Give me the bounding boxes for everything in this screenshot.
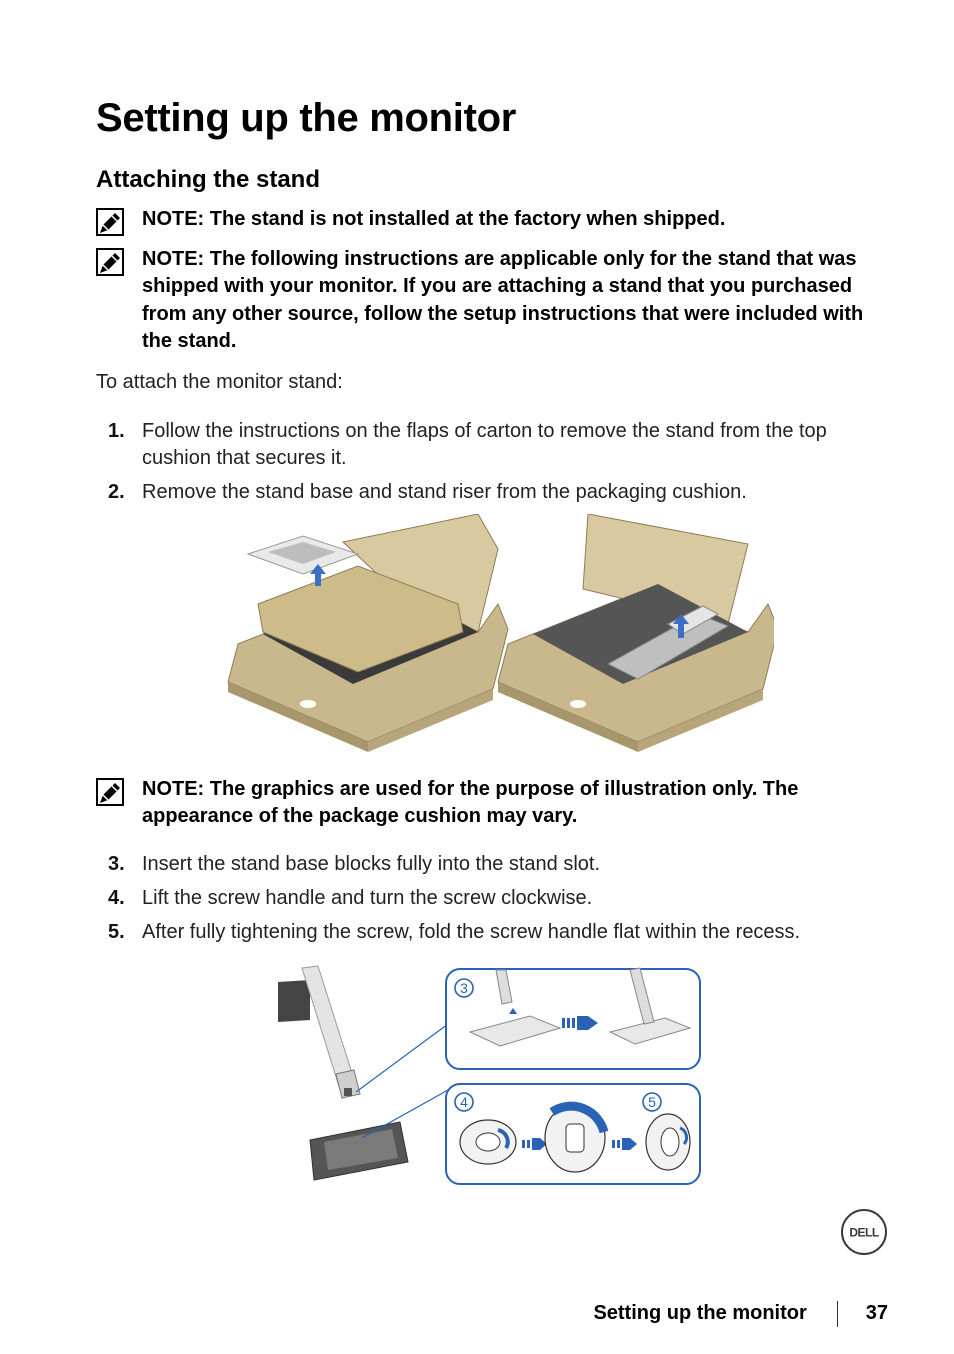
rotate-clockwise-icon <box>549 1101 609 1134</box>
step-text: Insert the stand base blocks fully into … <box>142 853 601 875</box>
step-4: 4. Lift the screw handle and turn the sc… <box>96 885 896 913</box>
stand-assembly-illustration: 3 4 5 <box>278 965 701 1185</box>
arrow-up-icon <box>310 564 326 586</box>
page-footer: Setting up the monitor 37 <box>593 1299 888 1327</box>
step-number: 3. <box>108 853 125 875</box>
step-3: 3. Insert the stand base blocks fully in… <box>96 851 896 879</box>
rotate-clockwise-icon <box>497 1128 510 1150</box>
step-number: 1. <box>108 420 125 442</box>
footer-divider <box>836 1300 838 1327</box>
note-pencil-icon <box>96 248 124 276</box>
step-2: 2. Remove the stand base and stand riser… <box>96 479 896 507</box>
page-number: 37 <box>865 1302 888 1324</box>
callout-number-3: 3 <box>460 980 468 996</box>
arrow-up-icon <box>509 1008 517 1014</box>
step-number: 5. <box>108 921 125 943</box>
dell-logo-text: DELL <box>849 1226 879 1240</box>
arrow-up-icon <box>673 614 689 638</box>
footer-title: Setting up the monitor <box>593 1302 807 1324</box>
arrow-right-icon <box>612 1138 637 1150</box>
step-text: Remove the stand base and stand riser fr… <box>142 481 747 503</box>
packaging-box-right <box>497 514 774 752</box>
step-text: Follow the instructions on the flaps of … <box>142 420 827 469</box>
step-number: 4. <box>108 887 125 909</box>
dell-logo: DELL <box>841 1209 887 1255</box>
stand-riser <box>278 965 361 1099</box>
note-pencil-icon <box>96 208 124 236</box>
arrow-right-icon <box>562 1016 598 1030</box>
note-3: NOTE: The graphics are used for the purp… <box>96 774 896 834</box>
stand-base <box>309 1121 409 1181</box>
step-text: After fully tightening the screw, fold t… <box>142 921 801 943</box>
step-number: 2. <box>108 481 125 503</box>
step-5: 5. After fully tightening the screw, fol… <box>96 919 896 947</box>
step-1: 1. Follow the instructions on the flaps … <box>96 418 896 474</box>
note-2: NOTE: The following instructions are app… <box>96 244 896 356</box>
step-text: Lift the screw handle and turn the screw… <box>142 887 593 909</box>
note-text: NOTE: The following instructions are app… <box>142 248 864 352</box>
note-1: NOTE: The stand is not installed at the … <box>96 204 896 244</box>
page-title: Setting up the monitor <box>96 96 517 140</box>
intro-text: To attach the monitor stand: <box>96 371 343 393</box>
arrow-right-icon <box>522 1138 547 1150</box>
callout-number-4: 4 <box>460 1094 468 1110</box>
note-text: NOTE: The stand is not installed at the … <box>142 208 726 230</box>
rotate-clockwise-icon <box>679 1126 689 1145</box>
callout-number-5: 5 <box>648 1094 656 1110</box>
packaging-illustration <box>227 514 774 752</box>
note-pencil-icon <box>96 778 124 806</box>
note-text: NOTE: The graphics are used for the purp… <box>142 778 799 828</box>
section-heading: Attaching the stand <box>96 166 321 193</box>
packaging-box-left <box>227 514 509 752</box>
